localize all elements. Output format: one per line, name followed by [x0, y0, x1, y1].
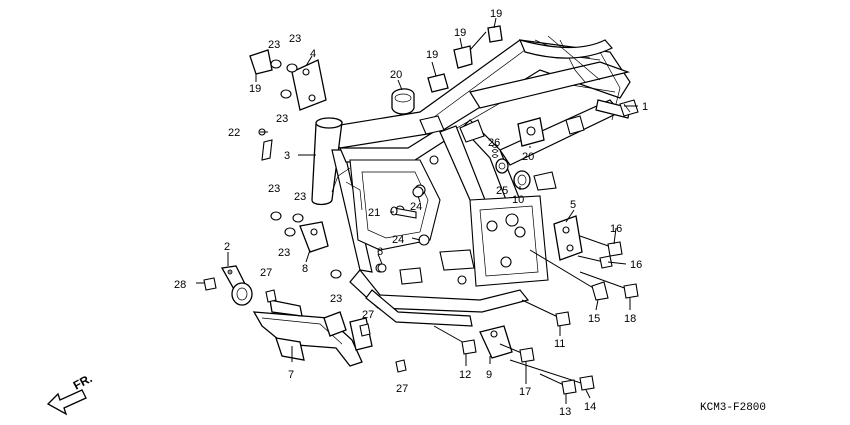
- callout-4: 4: [310, 48, 316, 60]
- callout-24b: 24: [392, 234, 404, 246]
- callout-15: 15: [588, 313, 600, 325]
- part-24-collars: [412, 186, 430, 246]
- callout-23g: 23: [330, 293, 342, 305]
- callout-10: 10: [512, 194, 524, 206]
- callout-6: 6: [377, 246, 383, 258]
- main-frame-assembly: [311, 35, 631, 327]
- callout-23e: 23: [294, 191, 306, 203]
- callout-12: 12: [459, 369, 471, 381]
- callout-21: 21: [368, 207, 380, 219]
- callout-23a: 23: [268, 39, 280, 51]
- callout-19a: 19: [249, 83, 261, 95]
- part-4-engine-hanger: [291, 59, 327, 111]
- part-3-strap: [261, 139, 273, 161]
- callout-17: 17: [519, 386, 531, 398]
- part-2-cover-plate: [220, 265, 253, 306]
- part-27-28-bolts: [203, 277, 407, 373]
- part-26-spring: [491, 144, 499, 158]
- callout-27b: 27: [362, 309, 374, 321]
- callout-23f: 23: [278, 247, 290, 259]
- callout-26: 26: [488, 137, 500, 149]
- part-20-clamp-lower: [517, 117, 545, 147]
- callout-18: 18: [624, 313, 636, 325]
- callout-22: 22: [228, 127, 240, 139]
- callout-19c: 19: [454, 27, 466, 39]
- part-1-bracket: [619, 99, 639, 117]
- diagram-code: KCM3-F2800: [700, 402, 766, 414]
- callout-16a: 16: [610, 223, 622, 235]
- direction-label: FR.: [71, 371, 95, 392]
- callout-27a: 27: [260, 267, 272, 279]
- part-19-clip-left: [249, 49, 273, 75]
- callout-20b: 20: [522, 151, 534, 163]
- callout-19d: 19: [490, 8, 502, 20]
- callout-8: 8: [302, 263, 308, 275]
- callout-27c: 27: [396, 383, 408, 395]
- callout-23b: 23: [289, 33, 301, 45]
- callout-1: 1: [642, 101, 648, 113]
- part-20-clamp-upper: [391, 88, 415, 115]
- callout-3: 3: [284, 150, 290, 162]
- part-21-bolt: [390, 206, 417, 219]
- part-7-under-guard: [252, 299, 373, 367]
- callout-23c: 23: [276, 113, 288, 125]
- part-5-engine-hanger: [553, 215, 583, 261]
- part-9-engine-hanger: [479, 325, 513, 359]
- callout-16b: 16: [630, 259, 642, 271]
- part-6-bush: [377, 263, 387, 273]
- part-19-clip-mid: [427, 73, 449, 93]
- callout-5: 5: [570, 199, 576, 211]
- long-bolts: [433, 235, 639, 395]
- callout-23d: 23: [268, 183, 280, 195]
- part-25-collar: [495, 158, 509, 174]
- callout-14: 14: [584, 401, 596, 413]
- callout-28: 28: [174, 279, 186, 291]
- callout-9: 9: [486, 369, 492, 381]
- callout-20a: 20: [390, 69, 402, 81]
- callout-7: 7: [288, 369, 294, 381]
- callout-labels: 1 2 3 4 5 6 7 8 9 10 11 12 13 14 15 16 1…: [174, 8, 648, 418]
- part-19-clip-right: [453, 25, 503, 69]
- callout-13: 13: [559, 406, 571, 418]
- callout-11: 11: [554, 338, 565, 350]
- front-direction-arrow: FR.: [46, 371, 95, 416]
- leader-lines: [196, 17, 638, 404]
- part-8-bracket: [299, 221, 329, 253]
- callout-24a: 24: [410, 201, 422, 213]
- callout-2: 2: [224, 241, 230, 253]
- callout-19b: 19: [426, 49, 438, 61]
- part-23-nuts: [270, 59, 342, 279]
- part-10-collar: [513, 170, 531, 190]
- callout-25: 25: [496, 185, 508, 197]
